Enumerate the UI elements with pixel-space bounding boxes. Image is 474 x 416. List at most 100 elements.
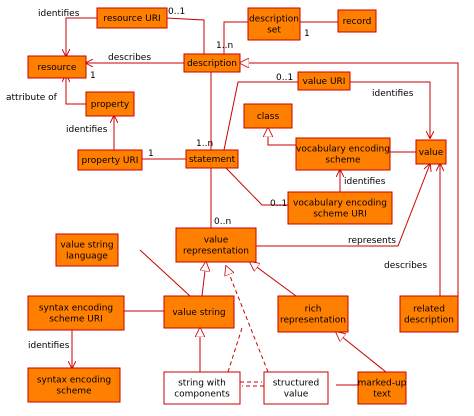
label-identifies-property: identifies xyxy=(66,125,108,135)
edges xyxy=(66,17,459,386)
node-label-related-description-0: related xyxy=(413,305,445,315)
node-box-value-string-language xyxy=(55,233,119,267)
node-label-resource-0: resource xyxy=(38,63,77,73)
node-description: description xyxy=(183,53,241,73)
node-box-statement xyxy=(185,149,239,169)
label-represents: represents xyxy=(348,236,396,246)
node-record: record xyxy=(337,9,377,33)
edge-markedup-rich xyxy=(336,332,387,373)
edge-descriptionset-description xyxy=(223,22,248,54)
node-box-marked-up-text xyxy=(357,371,407,405)
node-value-string: value string xyxy=(163,295,235,329)
edge-related-description xyxy=(240,63,459,296)
node-label-syntax-scheme-0: syntax encoding xyxy=(37,376,111,386)
node-box-property-uri xyxy=(77,149,143,171)
node-label-class-0: class xyxy=(257,112,280,122)
edge-description-resourceuri xyxy=(165,17,204,54)
edge-rich-valuerep xyxy=(250,262,297,297)
node-label-value-representation-0: value xyxy=(204,236,229,246)
node-label-record-0: record xyxy=(343,17,372,27)
edge-resourceuri-identifies-resource xyxy=(66,17,97,56)
node-label-vocab-scheme-uri-1: scheme URI xyxy=(313,210,367,220)
node-label-syntax-scheme-1: scheme xyxy=(56,387,92,397)
node-property-uri: property URI xyxy=(77,149,143,171)
node-box-value-string xyxy=(163,295,235,329)
multiplicities: 0..1 1..n 1 1 0..1 1..n 1 0..1 0..n xyxy=(90,7,310,227)
node-value-uri: value URI xyxy=(297,71,351,91)
label-attribute-of: attribute of xyxy=(6,93,58,103)
node-box-record xyxy=(337,9,377,33)
node-box-class xyxy=(243,103,293,129)
node-box-syntax-scheme xyxy=(27,367,121,403)
edge-valuestring-language xyxy=(139,249,190,296)
node-box-resource xyxy=(27,55,87,79)
node-label-syntax-scheme-uri-1: scheme URI xyxy=(49,315,103,325)
label-identifies-top: identifies xyxy=(38,9,80,19)
mult-1-record: 1 xyxy=(304,29,310,39)
node-box-value-representation xyxy=(175,227,257,263)
node-box-value-uri xyxy=(297,71,351,91)
node-box-vocab-scheme xyxy=(295,137,391,171)
label-identifies-value: identifies xyxy=(372,89,414,99)
node-label-statement-0: statement xyxy=(189,155,236,165)
edge-valueuri-identifies-value xyxy=(350,81,430,138)
node-label-value-representation-1: representation xyxy=(183,247,249,257)
node-box-value xyxy=(415,139,447,165)
node-resource: resource xyxy=(27,55,87,79)
mult-1-n-statement: 1..n xyxy=(196,139,213,149)
node-box-related-description xyxy=(399,295,459,333)
node-label-string-with-components-0: string with xyxy=(178,379,226,389)
node-label-property-0: property xyxy=(91,100,130,110)
edge-property-attributeof-resource xyxy=(66,75,86,105)
mult-0-n: 0..n xyxy=(214,217,231,227)
node-box-structured-value xyxy=(263,371,329,405)
node-property: property xyxy=(85,91,135,117)
mult-1-n-description: 1..n xyxy=(216,41,233,51)
node-label-structured-value-0: structured xyxy=(273,379,320,389)
node-box-resource-uri xyxy=(96,7,168,29)
node-label-marked-up-text-1: text xyxy=(373,390,391,400)
mult-0-1-valueuri: 0..1 xyxy=(276,73,293,83)
node-resource-uri: resource URI xyxy=(96,7,168,29)
node-value: value xyxy=(415,139,447,165)
node-box-rich-representation xyxy=(277,295,349,333)
label-identifies-syntax: identifies xyxy=(28,341,70,351)
node-label-rich-representation-0: rich xyxy=(305,305,322,315)
edge-valuerep-represents-value xyxy=(256,164,430,247)
label-identifies-vocab: identifies xyxy=(344,177,386,187)
node-box-description xyxy=(183,53,241,73)
mult-1-resource: 1 xyxy=(90,71,96,81)
label-describes-related: describes xyxy=(384,261,427,271)
edge-structured-valuerep xyxy=(226,266,269,373)
node-label-value-0: value xyxy=(419,148,444,158)
node-box-string-with-components xyxy=(163,371,241,405)
node-box-syntax-scheme-uri xyxy=(27,295,125,331)
edge-vocabscheme-class xyxy=(268,128,296,146)
node-label-vocab-scheme-1: scheme xyxy=(325,156,361,166)
edge-statement-vocaburi xyxy=(226,168,288,206)
node-label-property-uri-0: property URI xyxy=(82,156,139,166)
node-label-related-description-1: description xyxy=(404,316,454,326)
mult-0-1-resourceuri: 0..1 xyxy=(168,7,185,17)
node-label-string-with-components-1: components xyxy=(174,390,230,400)
edge-valuestring-valuerep xyxy=(202,262,206,297)
node-label-syntax-scheme-uri-0: syntax encoding xyxy=(39,304,113,314)
node-label-rich-representation-1: representation xyxy=(280,316,346,326)
node-statement: statement xyxy=(185,149,239,169)
node-box-vocab-scheme-uri xyxy=(287,191,393,225)
edge-statement-valueuri xyxy=(224,81,298,150)
node-box-description-set xyxy=(247,7,301,41)
node-class: class xyxy=(243,103,293,129)
